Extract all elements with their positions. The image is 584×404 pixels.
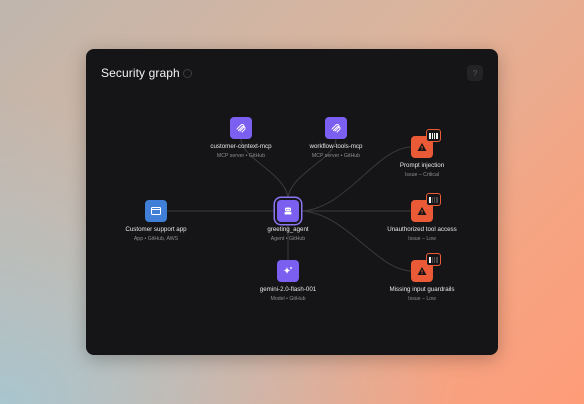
node-label: greeting_agent xyxy=(267,226,309,233)
robot-icon xyxy=(277,200,299,222)
severity-bar xyxy=(436,132,438,139)
mcp-icon xyxy=(230,117,252,139)
node-subtitle: App • GitHub, AWS xyxy=(133,236,179,242)
node-prompt-injection[interactable]: Prompt injection Issue – Critical xyxy=(362,129,482,178)
edge-agent-workflow-tools xyxy=(287,138,337,201)
severity-bar xyxy=(429,132,431,139)
severity-badge-low xyxy=(426,193,441,206)
info-icon[interactable] xyxy=(182,68,192,78)
edge-agent-customer-context xyxy=(240,138,289,201)
severity-bar xyxy=(436,196,438,203)
node-subtitle: Issue – Low xyxy=(408,296,436,302)
browser-window-icon xyxy=(145,200,167,222)
issue-icon-wrap xyxy=(411,193,441,222)
severity-bar xyxy=(431,256,433,263)
severity-badge-low xyxy=(426,253,441,266)
node-missing-input-guardrails[interactable]: Missing input guardrails Issue – Low xyxy=(362,253,482,302)
issue-icon-wrap xyxy=(411,253,441,282)
security-graph-panel: Security graph ? customer-context-mcp MC… xyxy=(86,49,498,355)
node-label: Missing input guardrails xyxy=(389,286,455,293)
node-label: Customer support app xyxy=(125,226,187,233)
node-subtitle: Issue – Critical xyxy=(404,172,440,178)
severity-badge-critical xyxy=(426,129,441,142)
node-subtitle: Issue – Low xyxy=(408,236,436,242)
severity-bar xyxy=(434,196,436,203)
node-subtitle: MCP server • GitHub xyxy=(216,153,266,159)
node-customer-context-mcp[interactable]: customer-context-mcp MCP server • GitHub xyxy=(181,117,301,159)
severity-bar xyxy=(431,132,433,139)
help-button[interactable]: ? xyxy=(467,65,483,81)
mcp-icon xyxy=(325,117,347,139)
severity-bar xyxy=(429,196,431,203)
node-subtitle: Model • GitHub xyxy=(270,296,306,302)
severity-bar xyxy=(436,256,438,263)
node-label: customer-context-mcp xyxy=(210,143,272,150)
severity-bar xyxy=(434,132,436,139)
panel-header: Security graph xyxy=(101,66,192,80)
node-label: Unauthorized tool access xyxy=(387,226,457,233)
sparkle-icon xyxy=(277,260,299,282)
node-subtitle: MCP server • GitHub xyxy=(311,153,361,159)
node-label: workflow-tools-mcp xyxy=(309,143,363,150)
node-gemini-model[interactable]: gemini-2.0-flash-001 Model • GitHub xyxy=(228,260,348,302)
node-workflow-tools-mcp[interactable]: workflow-tools-mcp MCP server • GitHub xyxy=(276,117,396,159)
node-customer-support-app[interactable]: Customer support app App • GitHub, AWS xyxy=(96,200,216,242)
panel-title: Security graph xyxy=(101,66,180,80)
node-label: Prompt injection xyxy=(399,162,445,169)
edge-agent-prompt-injection xyxy=(298,146,413,212)
issue-icon-wrap xyxy=(411,129,441,158)
node-label: gemini-2.0-flash-001 xyxy=(259,286,317,293)
node-greeting-agent[interactable]: greeting_agent Agent • GitHub xyxy=(228,200,348,242)
graph-edges xyxy=(167,138,413,272)
node-subtitle: Agent • GitHub xyxy=(270,236,306,242)
node-unauthorized-tool-access[interactable]: Unauthorized tool access Issue – Low xyxy=(362,193,482,242)
severity-bar xyxy=(434,256,436,263)
edge-agent-missing-guardrails xyxy=(298,210,413,272)
severity-bar xyxy=(431,196,433,203)
severity-bar xyxy=(429,256,431,263)
